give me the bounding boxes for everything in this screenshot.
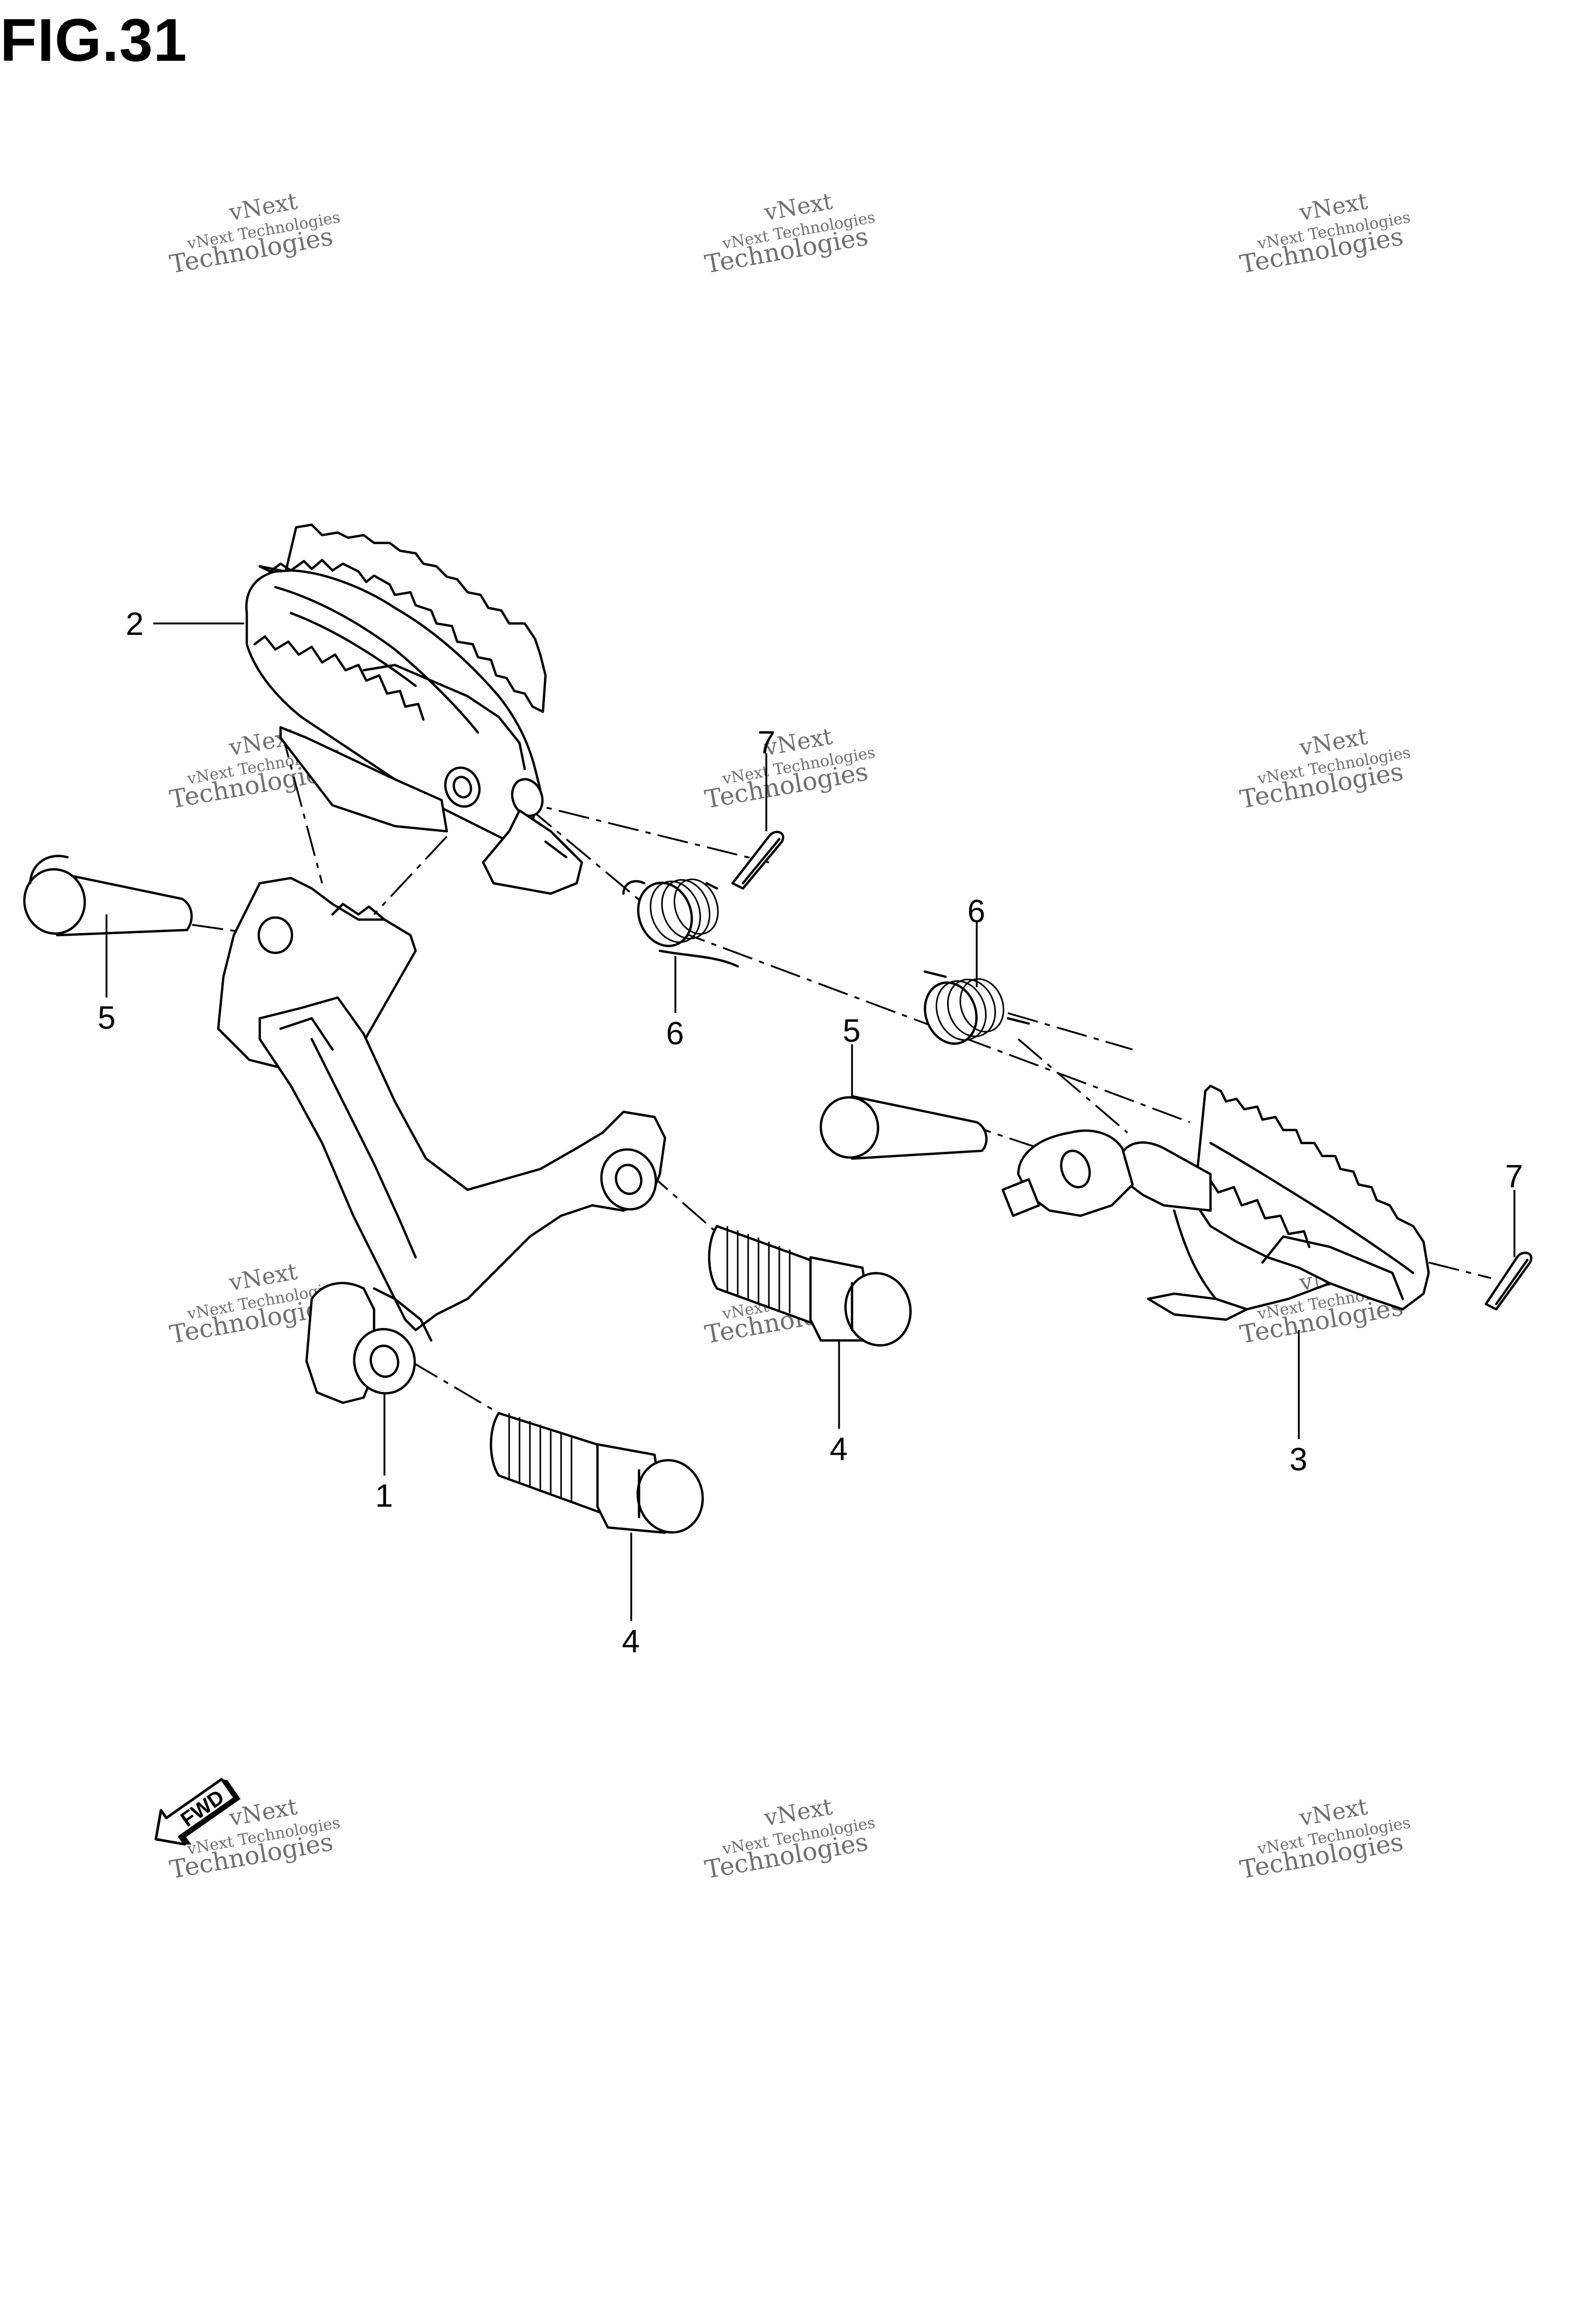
- callout-2: 2: [126, 606, 143, 642]
- watermark: vNext vNext Technologies Technologies: [167, 188, 341, 280]
- callout-1: 1: [375, 1478, 393, 1514]
- callout-4-upper: 4: [830, 1431, 847, 1467]
- watermark: vNext vNext Technologies Technologies: [702, 1793, 876, 1885]
- callout-7-right: 7: [1505, 1159, 1523, 1194]
- cotter-pin-left: [731, 831, 784, 890]
- watermark: vNext vNext Technologies Technologies: [702, 188, 876, 280]
- callout-6-left: 6: [666, 1016, 684, 1052]
- watermark: vNext vNext Technologies Technologies: [1238, 1793, 1412, 1885]
- callout-4-lower: 4: [622, 1624, 640, 1659]
- cotter-pin-right: [1484, 1252, 1533, 1311]
- callout-5-left: 5: [98, 1000, 115, 1036]
- leader-lines: [105, 622, 1515, 1621]
- return-spring-left: [622, 878, 739, 968]
- pivot-pin-right: [819, 1095, 988, 1160]
- footrest-bracket: [217, 876, 667, 1404]
- callout-5-right: 5: [843, 1013, 860, 1049]
- callout-7-left: 7: [757, 725, 775, 761]
- footrest-right: [1001, 1084, 1430, 1321]
- callout-3: 3: [1289, 1442, 1307, 1478]
- figure-title: FIG.31: [0, 6, 188, 74]
- watermark: vNext vNext Technologies Technologies: [1238, 723, 1412, 815]
- watermark: vNext vNext Technologies Technologies: [1238, 188, 1412, 280]
- callout-6-right: 6: [967, 894, 985, 929]
- footrest-left: [245, 523, 583, 895]
- flange-bolt-upper: [708, 1225, 912, 1347]
- watermark: vNext vNext Technologies Technologies: [702, 723, 876, 815]
- pivot-pin-left: [23, 855, 193, 937]
- return-spring-right: [923, 970, 1030, 1045]
- flange-bolt-lower: [489, 1412, 704, 1534]
- callout-labels: 2 7 5 6 6 5 1 4 4 3 7: [98, 606, 1523, 1659]
